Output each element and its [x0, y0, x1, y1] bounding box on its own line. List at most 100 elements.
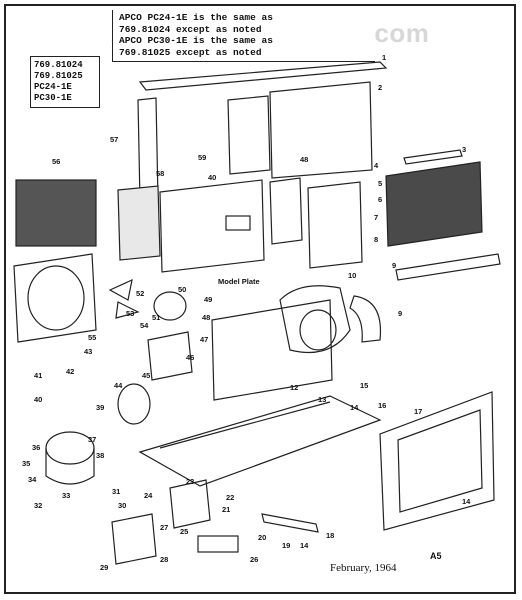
divider-panel	[269, 177, 303, 245]
model-number: PC30-1E	[34, 93, 72, 103]
model-plate	[225, 215, 251, 231]
callout-12: 12	[290, 383, 298, 392]
diagram-date: February, 1964	[330, 562, 397, 574]
callout-48b: 48	[300, 155, 308, 164]
callout-54: 54	[140, 321, 149, 330]
condenser-coil	[385, 161, 483, 247]
fan-motor	[153, 291, 187, 321]
callout-6: 6	[378, 195, 382, 204]
callout-44: 44	[114, 381, 123, 390]
callout-4: 4	[374, 161, 379, 170]
bulkhead-panel	[211, 299, 333, 401]
callout-37: 37	[88, 435, 96, 444]
callout-36: 36	[32, 443, 40, 452]
partition-panel	[307, 181, 363, 269]
side-panel	[227, 95, 271, 175]
model-plate-label: Model Plate	[218, 277, 260, 286]
callout-7: 7	[374, 213, 378, 222]
capacitor-cover	[111, 513, 157, 565]
callout-59: 59	[198, 153, 206, 162]
callout-57: 57	[110, 135, 118, 144]
callout-47: 47	[200, 335, 208, 344]
callout-27: 27	[160, 523, 168, 532]
callout-21: 21	[222, 505, 230, 514]
header-note-line: APCO PC30-1E is the same as	[119, 35, 273, 46]
callout-23: 23	[186, 477, 194, 486]
callout-2: 2	[378, 83, 382, 92]
callout-22: 22	[226, 493, 234, 502]
callout-38: 38	[96, 451, 104, 460]
compressor	[45, 431, 95, 465]
callout-9b: 9	[398, 309, 402, 318]
top-cover-panel	[269, 81, 373, 179]
callout-32: 32	[34, 501, 42, 510]
callout-42: 42	[66, 367, 74, 376]
base-rail	[159, 401, 331, 449]
callout-31: 31	[112, 487, 120, 496]
mounting-rail	[261, 513, 319, 533]
callout-20: 20	[258, 533, 266, 542]
callout-8: 8	[374, 235, 378, 244]
callout-40: 40	[34, 395, 42, 404]
model-number: PC24-1E	[34, 82, 72, 92]
shroud-opening	[27, 265, 85, 331]
blower-opening	[299, 309, 337, 351]
callout-25: 25	[180, 527, 188, 536]
header-note-line: 769.81025 except as noted	[119, 46, 262, 58]
callout-40-top: 40	[208, 173, 216, 182]
model-number: 769.81025	[34, 71, 83, 81]
callout-46: 46	[186, 353, 194, 362]
header-note: APCO PC24-1E is the same as 769.81024 ex…	[112, 10, 375, 62]
top-rail	[138, 61, 388, 91]
callout-19: 19	[282, 541, 290, 550]
callout-28: 28	[160, 555, 168, 564]
callout-13: 13	[318, 395, 326, 404]
drain-pan	[395, 253, 501, 281]
compressor-body	[45, 448, 95, 485]
callout-24: 24	[144, 491, 153, 500]
callout-50: 50	[178, 285, 186, 294]
callout-26: 26	[250, 555, 258, 564]
grille-louver	[397, 409, 483, 513]
callout-52: 52	[136, 289, 144, 298]
callout-56: 56	[52, 157, 60, 166]
diagram-frame	[4, 4, 516, 594]
blower-scroll	[349, 295, 382, 343]
callout-30: 30	[118, 501, 126, 510]
callout-34: 34	[28, 475, 37, 484]
header-note-line: 769.81024 except as noted	[119, 23, 262, 35]
sheet-id: A5	[430, 551, 442, 561]
callout-15: 15	[360, 381, 368, 390]
callout-35: 35	[22, 459, 30, 468]
callout-48a: 48	[202, 313, 210, 322]
callout-45: 45	[142, 371, 150, 380]
fan-blade	[108, 278, 140, 319]
callout-49: 49	[204, 295, 212, 304]
callout-5: 5	[378, 179, 382, 188]
callout-51: 51	[152, 313, 160, 322]
callout-9a: 9	[392, 261, 396, 270]
model-list: 769.81024 769.81025 PC24-1E PC30-1E	[30, 56, 100, 108]
callout-43: 43	[84, 347, 92, 356]
callout-55: 55	[88, 333, 96, 342]
motor-mount	[147, 331, 193, 381]
callout-14c: 14	[300, 541, 309, 550]
callout-14a: 14	[350, 403, 359, 412]
coil-bracket	[403, 149, 463, 165]
air-filter	[15, 179, 97, 247]
fan-shroud	[13, 253, 97, 343]
model-number: 769.81024	[34, 60, 83, 70]
callout-53: 53	[126, 309, 134, 318]
callout-17: 17	[414, 407, 422, 416]
control-panel	[117, 185, 161, 261]
callout-18: 18	[326, 531, 334, 540]
control-box	[169, 479, 211, 529]
callout-3: 3	[462, 145, 466, 154]
selector-switch	[197, 535, 239, 553]
front-grille	[379, 391, 495, 531]
header-note-line: APCO PC24-1E is the same as	[119, 12, 273, 23]
callout-16: 16	[378, 401, 386, 410]
callout-58: 58	[156, 169, 164, 178]
